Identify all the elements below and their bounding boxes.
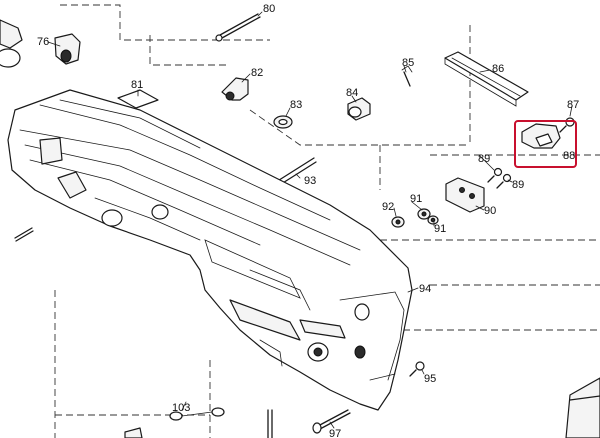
label-93: 93 [304, 175, 316, 187]
part-86 [444, 51, 529, 107]
label-80: 80 [263, 3, 275, 15]
label-91-b: 91 [434, 223, 446, 235]
label-82: 82 [251, 67, 263, 79]
label-87: 87 [567, 99, 579, 111]
part-91-92-nuts [391, 208, 439, 228]
label-95: 95 [424, 373, 436, 385]
label-94: 94 [419, 283, 431, 295]
part-80 [215, 13, 261, 42]
leader-lines [47, 11, 573, 429]
label-84: 84 [346, 87, 358, 99]
part-88 [514, 120, 577, 168]
part-97 [312, 409, 351, 434]
label-85: 85 [402, 57, 414, 69]
left-pin [14, 227, 34, 242]
right-edge-part [565, 377, 600, 438]
part-82 [221, 77, 249, 101]
part-81 [117, 89, 159, 109]
label-81: 81 [131, 79, 143, 91]
label-91-a: 91 [410, 193, 422, 205]
part-76 [0, 19, 81, 68]
label-83: 83 [290, 99, 302, 111]
part-103 [169, 407, 225, 421]
part-84 [347, 97, 371, 121]
part-89-screws [487, 167, 512, 189]
part-90 [445, 177, 485, 213]
label-97: 97 [329, 428, 341, 438]
label-92: 92 [382, 201, 394, 213]
label-89-a: 89 [478, 153, 490, 165]
part-95 [409, 361, 425, 377]
label-86: 86 [492, 63, 504, 75]
label-88: 88 [563, 150, 575, 162]
part-83 [273, 115, 293, 129]
label-90: 90 [484, 205, 496, 217]
callout-labels: 76 80 81 82 83 84 85 86 87 88 89 89 90 9… [37, 3, 579, 438]
label-103: 103 [172, 402, 190, 414]
part-94-receiver [7, 89, 413, 411]
label-76: 76 [37, 36, 49, 48]
part-85 [401, 65, 413, 87]
bottom-rods [124, 409, 273, 438]
highlight-box [514, 120, 577, 168]
label-89-b: 89 [512, 179, 524, 191]
